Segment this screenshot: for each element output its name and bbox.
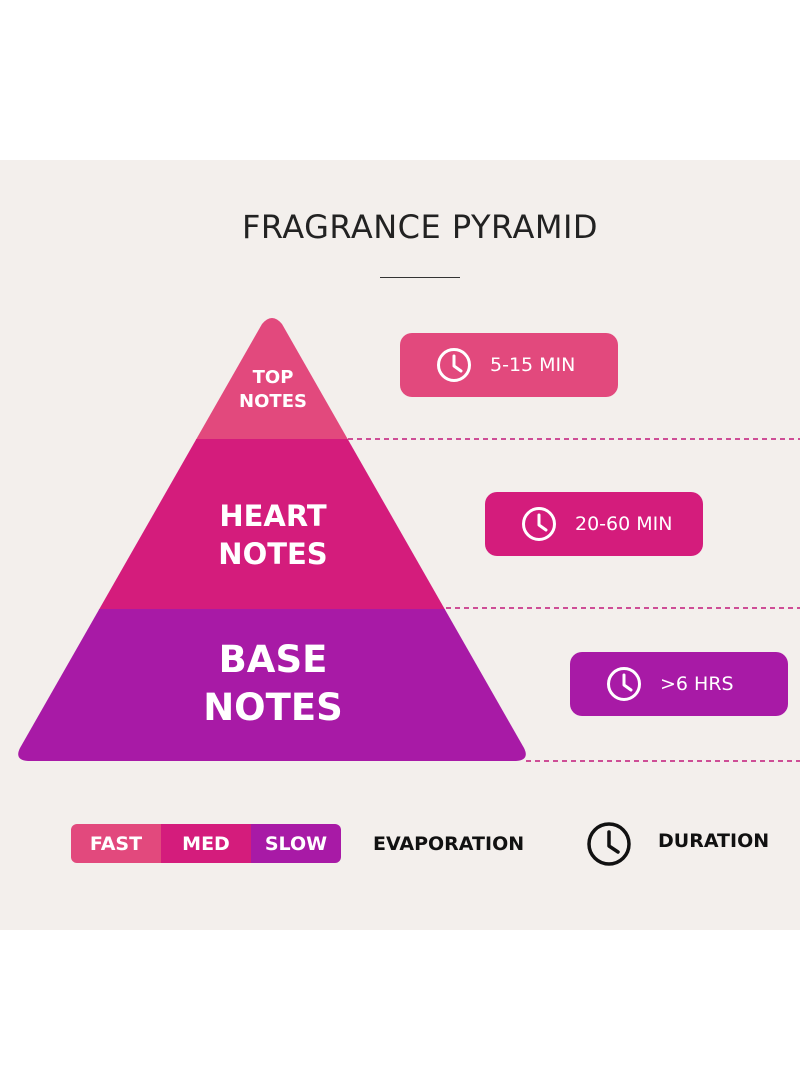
tier-label-top: TOP NOTES (213, 366, 333, 414)
tier-label-base: BASE NOTES (133, 636, 413, 732)
clock-icon (522, 507, 556, 541)
title-underline (380, 277, 460, 278)
pyramid-tier-base (18, 609, 526, 761)
tier-label-line: NOTES (239, 391, 307, 412)
evaporation-label: EVAPORATION (373, 833, 525, 855)
duration-pill-base: >6 HRS (570, 652, 788, 716)
clock-icon (587, 822, 631, 866)
page-title: FRAGRANCE PYRAMID (241, 208, 599, 246)
tier-label-line: TOP (252, 367, 294, 388)
evaporation-legend-bar: FAST MED SLOW (71, 824, 341, 863)
tier-label-line: HEART (219, 499, 327, 533)
duration-text: 5-15 MIN (490, 354, 576, 376)
tier-label-heart: HEART NOTES (173, 497, 373, 573)
duration-pill-top: 5-15 MIN (400, 333, 618, 397)
duration-text: >6 HRS (660, 673, 734, 695)
tier-label-line: BASE (218, 638, 328, 681)
legend-med: MED (161, 824, 251, 863)
duration-text: 20-60 MIN (575, 513, 673, 535)
duration-pill-heart: 20-60 MIN (485, 492, 703, 556)
clock-icon (437, 348, 471, 382)
legend-slow: SLOW (251, 824, 341, 863)
clock-icon (607, 667, 641, 701)
duration-label: DURATION (658, 830, 770, 852)
tier-label-line: NOTES (218, 537, 328, 571)
legend-fast: FAST (71, 824, 161, 863)
tier-label-line: NOTES (203, 686, 343, 729)
